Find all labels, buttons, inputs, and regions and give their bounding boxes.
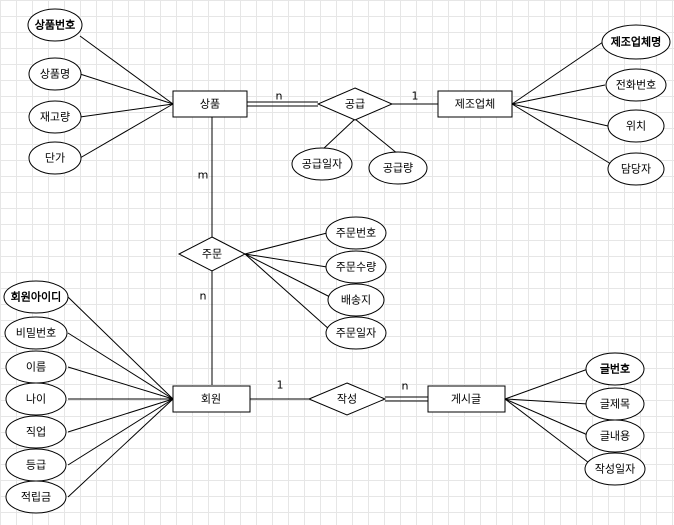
attr-manager: 담당자 <box>607 152 665 186</box>
edge-order-ship-addr <box>244 253 333 299</box>
attr-supply-date-label: 공급일자 <box>302 157 342 171</box>
entity-member-label: 회원 <box>201 393 221 406</box>
edge-post-post-title <box>504 398 589 405</box>
relationship-order-label: 주문 <box>202 248 222 261</box>
cardinality-order-product: m <box>198 169 209 182</box>
entity-manufacturer-label: 제조업체 <box>455 98 495 111</box>
attr-member-id: 회원아이디 <box>3 280 69 314</box>
attr-order-no: 주문번호 <box>325 216 387 250</box>
edge-manufacturer-name <box>511 41 604 105</box>
edge-post-post-content <box>504 398 591 437</box>
attr-points-label: 적립금 <box>21 491 51 504</box>
attr-location-label: 위치 <box>626 120 646 133</box>
attr-order-no-label: 주문번호 <box>336 227 376 240</box>
attr-order-qty-label: 주문수량 <box>336 261 376 274</box>
edge-post-post-no <box>504 368 589 400</box>
attr-job-label: 직업 <box>26 426 46 439</box>
edge-manufacturer-location <box>511 103 609 127</box>
edge-post-post-date <box>504 398 594 467</box>
attr-points: 적립금 <box>5 480 67 514</box>
edge-manufacturer-manager <box>511 103 612 165</box>
attr-post-content-label: 글내용 <box>600 430 630 443</box>
edge-product-stock <box>79 103 174 118</box>
attr-ship-addr: 배송지 <box>327 283 385 317</box>
cardinality-order-member: n <box>200 290 207 303</box>
attr-post-date: 작성일자 <box>584 452 646 486</box>
relationship-write[interactable]: 작성 <box>307 382 387 416</box>
entity-product[interactable]: 상품 <box>172 90 248 118</box>
entity-post[interactable]: 게시글 <box>427 385 506 413</box>
attr-name: 이름 <box>5 350 67 384</box>
relationship-write-label: 작성 <box>337 393 357 406</box>
entity-manufacturer[interactable]: 제조업체 <box>437 90 513 118</box>
edge-product-product-no <box>79 35 174 105</box>
attr-grade-label: 등급 <box>26 459 46 472</box>
edge-order-order-qty <box>244 253 328 268</box>
attr-post-content: 글내용 <box>585 419 645 453</box>
edge-member-grade <box>67 398 174 466</box>
attr-product-name: 상품명 <box>28 57 82 91</box>
attr-order-qty: 주문수량 <box>325 250 387 284</box>
attr-stock: 재고량 <box>28 100 82 134</box>
attr-post-no: 글번호 <box>585 352 645 386</box>
attr-job: 직업 <box>5 415 67 449</box>
attr-product-no-label: 상품번호 <box>35 18 75 32</box>
attr-manager-label: 담당자 <box>621 163 651 176</box>
edge-order-order-date <box>244 253 331 331</box>
attr-supply-date: 공급일자 <box>291 147 353 181</box>
attr-grade: 등급 <box>5 448 67 482</box>
attr-order-date-label: 주문일자 <box>336 326 376 340</box>
edge-member-password <box>67 332 174 400</box>
attr-price-label: 단가 <box>45 152 65 165</box>
attr-price: 단가 <box>28 141 82 175</box>
edge-supply-supply-qty <box>354 118 399 155</box>
attr-post-date-label: 작성일자 <box>595 462 635 476</box>
edge-order-order-no <box>244 232 328 255</box>
edge-product-price <box>79 103 174 159</box>
attr-phone: 전화번호 <box>605 68 667 102</box>
attr-ship-addr-label: 배송지 <box>341 294 371 307</box>
edge-member-job <box>67 398 174 433</box>
relationship-order[interactable]: 주문 <box>177 236 247 272</box>
attr-password-label: 비밀번호 <box>16 327 56 340</box>
attr-member-id-label: 회원아이디 <box>11 290 62 304</box>
edge-member-name <box>67 366 174 400</box>
attr-password: 비밀번호 <box>4 316 68 350</box>
attr-post-no-label: 글번호 <box>600 362 630 376</box>
attr-post-title: 글제목 <box>585 387 645 421</box>
edge-supply-supply-date <box>321 118 356 151</box>
attr-post-title-label: 글제목 <box>600 398 630 411</box>
attr-stock-label: 재고량 <box>40 111 70 124</box>
cardinality-write-post: n <box>402 380 409 393</box>
attr-supply-qty-label: 공급량 <box>383 162 413 175</box>
attr-age: 나이 <box>5 382 67 416</box>
attr-manufacturer-name: 제조업체명 <box>601 24 671 60</box>
entity-post-label: 게시글 <box>451 393 481 406</box>
cardinality-supply-product: n <box>276 90 283 103</box>
edge-product-product-name <box>79 73 174 105</box>
cardinality-supply-manufacturer: 1 <box>412 90 419 103</box>
relationship-supply[interactable]: 공급 <box>316 87 394 121</box>
entity-member[interactable]: 회원 <box>172 385 251 413</box>
attr-supply-qty: 공급량 <box>368 151 428 185</box>
attr-product-name-label: 상품명 <box>40 68 70 81</box>
attr-manufacturer-name-label: 제조업체명 <box>611 35 662 49</box>
edge-member-member-id <box>67 296 174 400</box>
attr-order-date: 주문일자 <box>325 316 387 350</box>
attr-name-label: 이름 <box>26 361 46 374</box>
cardinality-write-member: 1 <box>277 379 284 392</box>
attr-product-no: 상품번호 <box>27 8 83 42</box>
edge-manufacturer-phone <box>511 84 606 105</box>
attr-age-label: 나이 <box>26 393 46 406</box>
attr-phone-label: 전화번호 <box>616 79 656 92</box>
edge-member-points <box>67 398 174 498</box>
relationship-supply-label: 공급 <box>345 98 365 111</box>
attr-location: 위치 <box>607 109 665 143</box>
entity-product-label: 상품 <box>200 98 220 111</box>
